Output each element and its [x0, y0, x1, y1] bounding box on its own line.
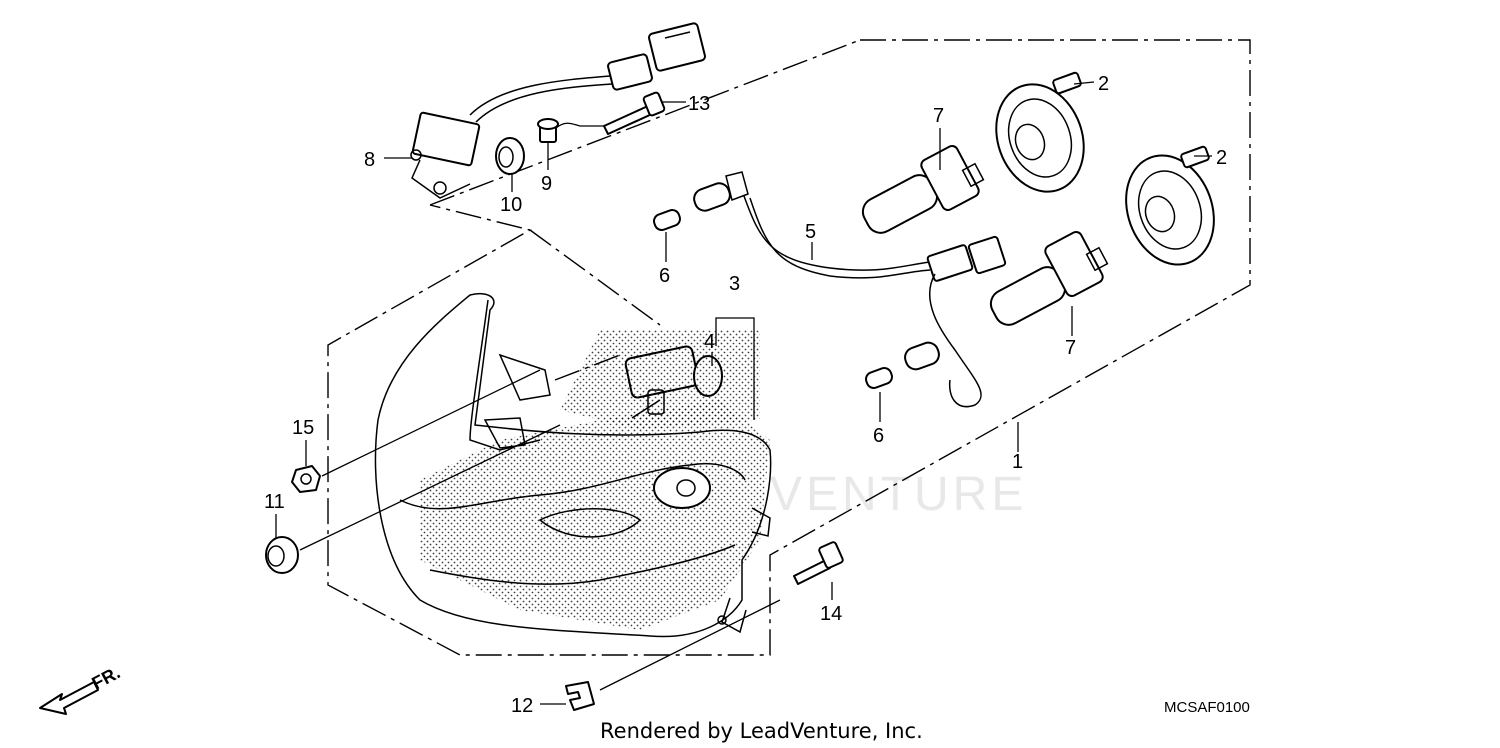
nut-part-15: [291, 465, 321, 493]
callout-6-upper: 6: [659, 265, 670, 287]
position-bulb-part-6-upper: [653, 209, 681, 231]
callout-7-upper: 7: [933, 105, 944, 127]
callout-8: 8: [364, 149, 375, 171]
callout-5: 5: [805, 221, 816, 243]
headlight-bulb-part-7-upper: [861, 145, 985, 234]
front-direction-arrow: FR.: [39, 662, 123, 715]
screw-part-14: [793, 541, 844, 585]
callout-15: 15: [292, 417, 314, 439]
callout-10: 10: [500, 194, 522, 216]
callout-12: 12: [511, 695, 533, 717]
leader-lines: [275, 81, 1212, 705]
position-bulb-part-6-lower: [865, 367, 893, 389]
callout-3: 3: [729, 273, 740, 295]
headlight-housing-part-1: [374, 293, 772, 638]
dust-cover-part-2-upper: [995, 71, 1085, 193]
dust-cover-part-2-lower: [1125, 145, 1215, 266]
credit-text: Rendered by LeadVenture, Inc.: [600, 719, 923, 743]
diagram-code: MCSAF0100: [1164, 699, 1250, 716]
harness-unit-part-8: [410, 22, 707, 199]
clip-part-12: [565, 681, 595, 711]
grommet-part-10: [495, 137, 525, 175]
headlight-bulb-part-7-lower: [989, 231, 1109, 326]
collar-part-9: [537, 118, 559, 143]
callout-14: 14: [820, 603, 842, 625]
callout-13: 13: [688, 93, 710, 115]
callout-1: 1: [1012, 451, 1023, 473]
callout-6-lower: 6: [873, 425, 884, 447]
callout-4: 4: [704, 331, 715, 353]
grommet-part-11: [265, 536, 299, 574]
sub-harness-part-5: [693, 171, 1007, 408]
watermark: VENTURE: [770, 468, 1027, 521]
callout-11: 11: [264, 491, 285, 513]
callout-9: 9: [541, 173, 552, 195]
callout-7-lower: 7: [1065, 337, 1076, 359]
screw-part-13: [603, 91, 666, 135]
callout-2-lower: 2: [1216, 147, 1227, 169]
callout-2-upper: 2: [1098, 73, 1109, 95]
